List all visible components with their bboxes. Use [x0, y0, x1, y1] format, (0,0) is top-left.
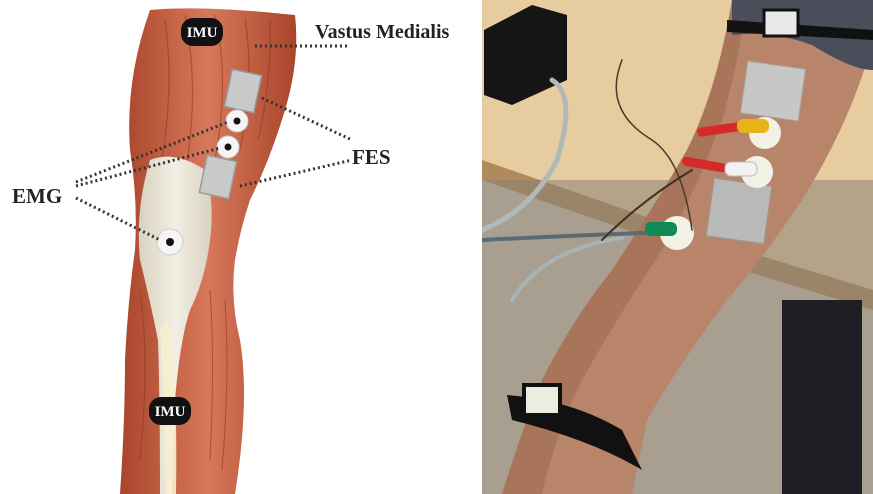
emg-electrode-2 — [217, 136, 239, 158]
emg-electrode-1 — [226, 110, 248, 132]
imu-badge-bottom: IMU — [149, 397, 191, 425]
imu-top-label: IMU — [187, 25, 218, 41]
lead-yellow — [737, 119, 769, 133]
lead-white — [725, 162, 757, 176]
table-leg — [782, 300, 862, 494]
photo-fes-pad-bottom — [706, 178, 772, 244]
photo-panel — [482, 0, 873, 494]
vastus-medialis-label: Vastus Medialis — [315, 21, 450, 43]
photo-fes-pad-top — [741, 61, 806, 121]
imu-badge-top: IMU — [181, 18, 223, 46]
knee-photo — [482, 0, 873, 494]
anatomy-illustration-panel: IMU IMU Vastus Medialis FES EMG — [0, 0, 480, 494]
imu-bottom-label: IMU — [155, 404, 186, 420]
lower-imu-device — [524, 385, 560, 415]
fes-label: FES — [352, 145, 391, 169]
anatomy-illustration: IMU IMU Vastus Medialis FES EMG — [0, 0, 480, 494]
upper-imu-device — [764, 10, 798, 36]
lead-green — [645, 222, 677, 236]
emg-electrode-3 — [157, 229, 183, 255]
emg-label: EMG — [12, 184, 62, 208]
